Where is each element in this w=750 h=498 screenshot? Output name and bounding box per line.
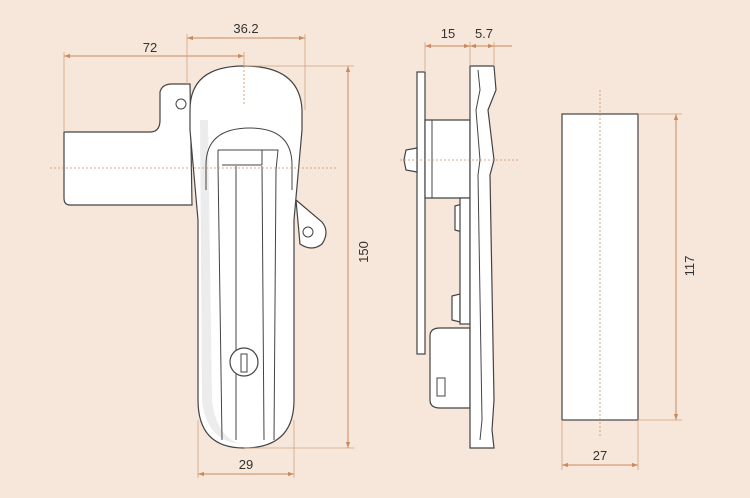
dim-72: 72 xyxy=(63,40,245,132)
groove-rib-right xyxy=(261,165,265,441)
ear-hole xyxy=(302,226,314,238)
dim-150: 150 xyxy=(244,65,371,449)
side-view xyxy=(403,65,497,449)
handle-groove xyxy=(218,149,279,441)
handle-shade xyxy=(200,120,240,444)
spindle xyxy=(459,197,471,325)
right-ear xyxy=(295,198,327,249)
dim-15: 15 xyxy=(424,26,471,72)
dim-36-2-label: 36.2 xyxy=(233,21,258,36)
dim-117-label: 117 xyxy=(682,256,697,277)
dim-117: 117 xyxy=(638,113,697,421)
nut-lower xyxy=(451,293,461,323)
back-plate xyxy=(416,71,426,355)
dim-27-label: 27 xyxy=(593,448,607,463)
groove-inner xyxy=(217,150,223,441)
round-recess xyxy=(205,127,293,190)
lever-hole xyxy=(175,98,187,110)
cutout-view xyxy=(561,90,639,438)
bolt-tip xyxy=(403,147,418,173)
lock-cylinder xyxy=(429,327,471,409)
dim-27: 27 xyxy=(561,420,639,470)
front-view xyxy=(63,65,327,449)
dim-72-label: 72 xyxy=(143,40,157,55)
cylinder-key-slot xyxy=(436,377,446,397)
dim-29: 29 xyxy=(197,420,295,478)
lever-tab xyxy=(63,83,193,206)
keyhole-ring xyxy=(229,347,259,377)
dim-150-label: 150 xyxy=(356,241,371,263)
dim-5-7-label: 5.7 xyxy=(475,26,493,41)
dim-29-label: 29 xyxy=(239,457,253,472)
keyhole-slot xyxy=(240,353,248,373)
handle-profile xyxy=(469,65,497,449)
dim-5-7: 5.7 xyxy=(470,26,512,66)
dim-15-label: 15 xyxy=(441,26,455,41)
dim-36-2: 36.2 xyxy=(186,21,306,110)
